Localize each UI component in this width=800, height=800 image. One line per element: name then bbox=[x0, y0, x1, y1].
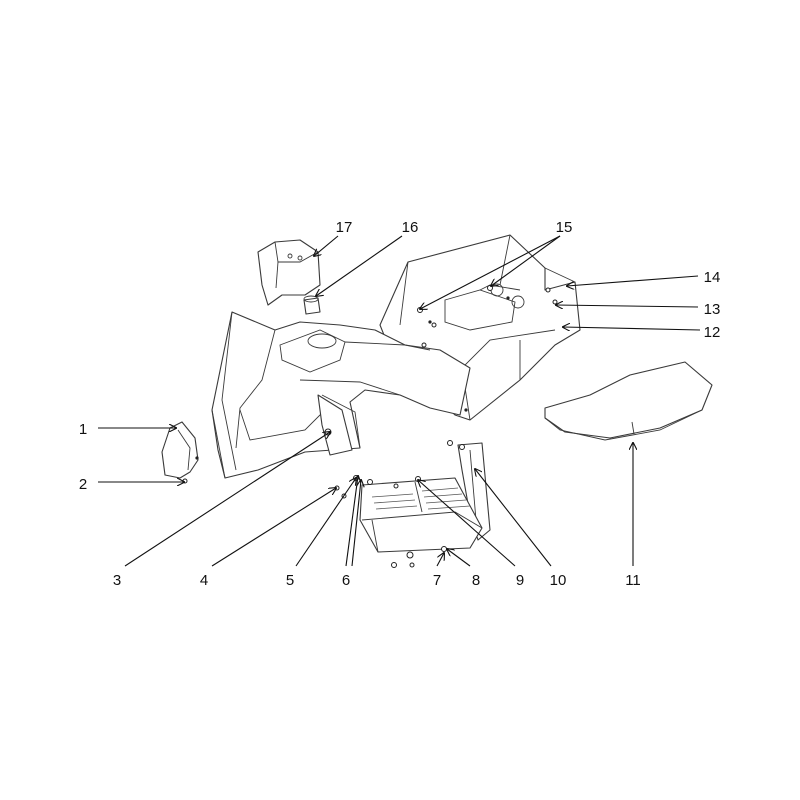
fuel-cap bbox=[303, 295, 321, 315]
callout-5: 5 bbox=[286, 572, 294, 589]
callout-15: 15 bbox=[556, 219, 573, 236]
front-bracket bbox=[161, 421, 199, 479]
callout-17: 17 bbox=[336, 219, 353, 236]
headlight-cover bbox=[257, 239, 321, 306]
callout-1: 1 bbox=[79, 421, 87, 438]
front-fender-body bbox=[211, 311, 471, 479]
callout-10: 10 bbox=[550, 572, 567, 589]
callout-8: 8 bbox=[472, 572, 480, 589]
callout-labels: 1 2 3 4 5 6 7 8 9 10 11 12 13 14 15 16 1… bbox=[79, 219, 721, 589]
callout-3: 3 bbox=[113, 572, 121, 589]
seat bbox=[544, 361, 713, 441]
callout-6: 6 bbox=[342, 572, 350, 589]
callout-9: 9 bbox=[516, 572, 524, 589]
callout-14: 14 bbox=[704, 269, 721, 286]
callout-13: 13 bbox=[704, 301, 721, 318]
callout-11: 11 bbox=[625, 572, 641, 589]
callout-4: 4 bbox=[200, 572, 208, 589]
callout-16: 16 bbox=[402, 219, 419, 236]
callout-7: 7 bbox=[433, 572, 441, 589]
leader-lines bbox=[98, 235, 701, 567]
left-footrest-guard bbox=[317, 394, 353, 456]
footboard bbox=[359, 477, 483, 553]
callout-12: 12 bbox=[704, 324, 721, 341]
callout-2: 2 bbox=[79, 476, 87, 493]
